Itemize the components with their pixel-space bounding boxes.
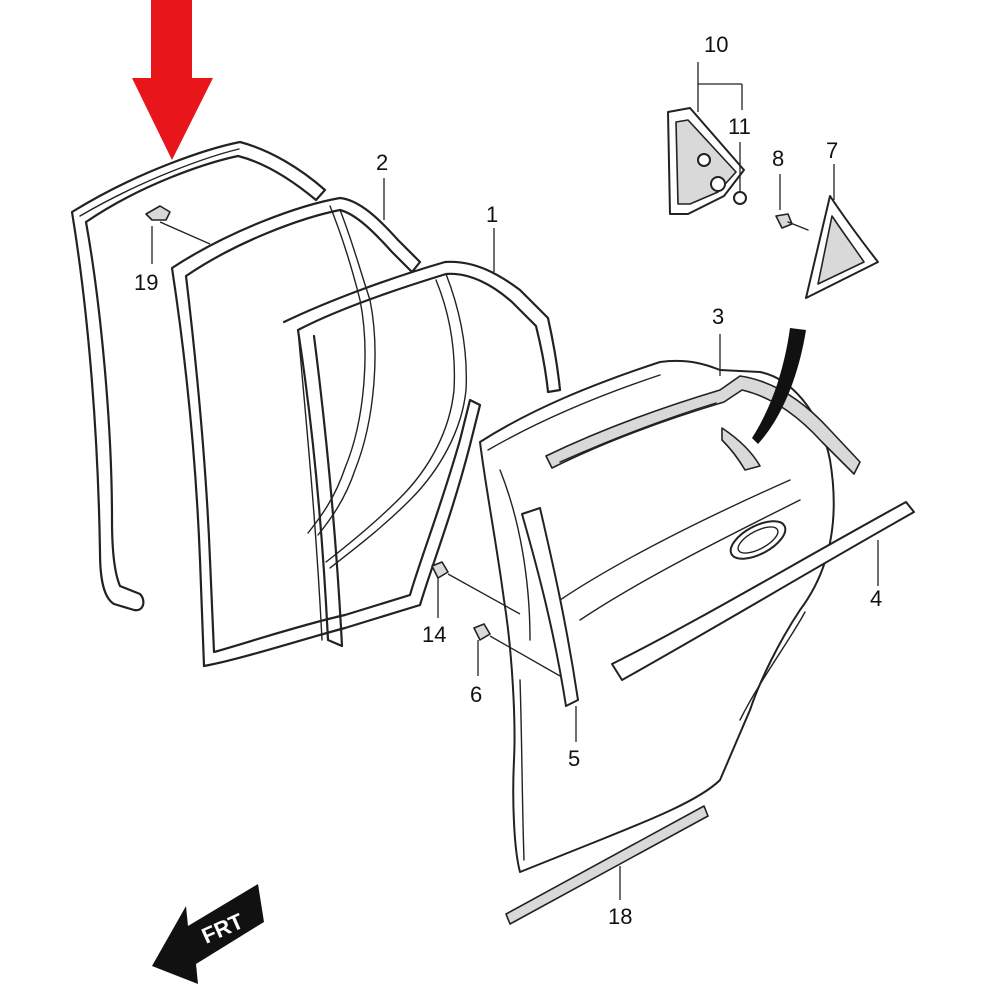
callout-18: 18: [608, 904, 632, 929]
part-18-lower-strip: [505, 805, 709, 925]
callout-1: 1: [486, 202, 498, 227]
door-panel: [479, 360, 835, 873]
callout-8: 8: [772, 146, 784, 171]
part-14-screw: [431, 561, 449, 579]
part-10-bracket: [667, 107, 747, 215]
part-4-belt-molding: [611, 501, 915, 681]
part-19-clip: [145, 205, 171, 221]
highlight-arrow-icon: [132, 0, 213, 160]
callout-19: 19: [134, 270, 158, 295]
callout-7: 7: [826, 138, 838, 163]
callout-10: 10: [704, 32, 728, 57]
part-7-quarter-glass: [805, 195, 879, 299]
callout-14: 14: [422, 622, 446, 647]
callout-2: 2: [376, 150, 388, 175]
part-8-screw: [775, 213, 809, 231]
callout-6: 6: [470, 682, 482, 707]
part-19-weatherstrip: [70, 140, 327, 612]
callout-3: 3: [712, 304, 724, 329]
part-5-pillar-trim: [521, 507, 579, 707]
callout-5: 5: [568, 746, 580, 771]
callout-11: 11: [728, 114, 751, 139]
part-6-screw: [473, 623, 491, 641]
callout-4: 4: [870, 586, 882, 611]
front-direction-arrow-icon: FRT: [152, 884, 264, 984]
part-1-glass-run-channel: [282, 260, 562, 648]
pointer-stroke-icon: [752, 328, 806, 444]
leader-lines: [151, 62, 879, 900]
